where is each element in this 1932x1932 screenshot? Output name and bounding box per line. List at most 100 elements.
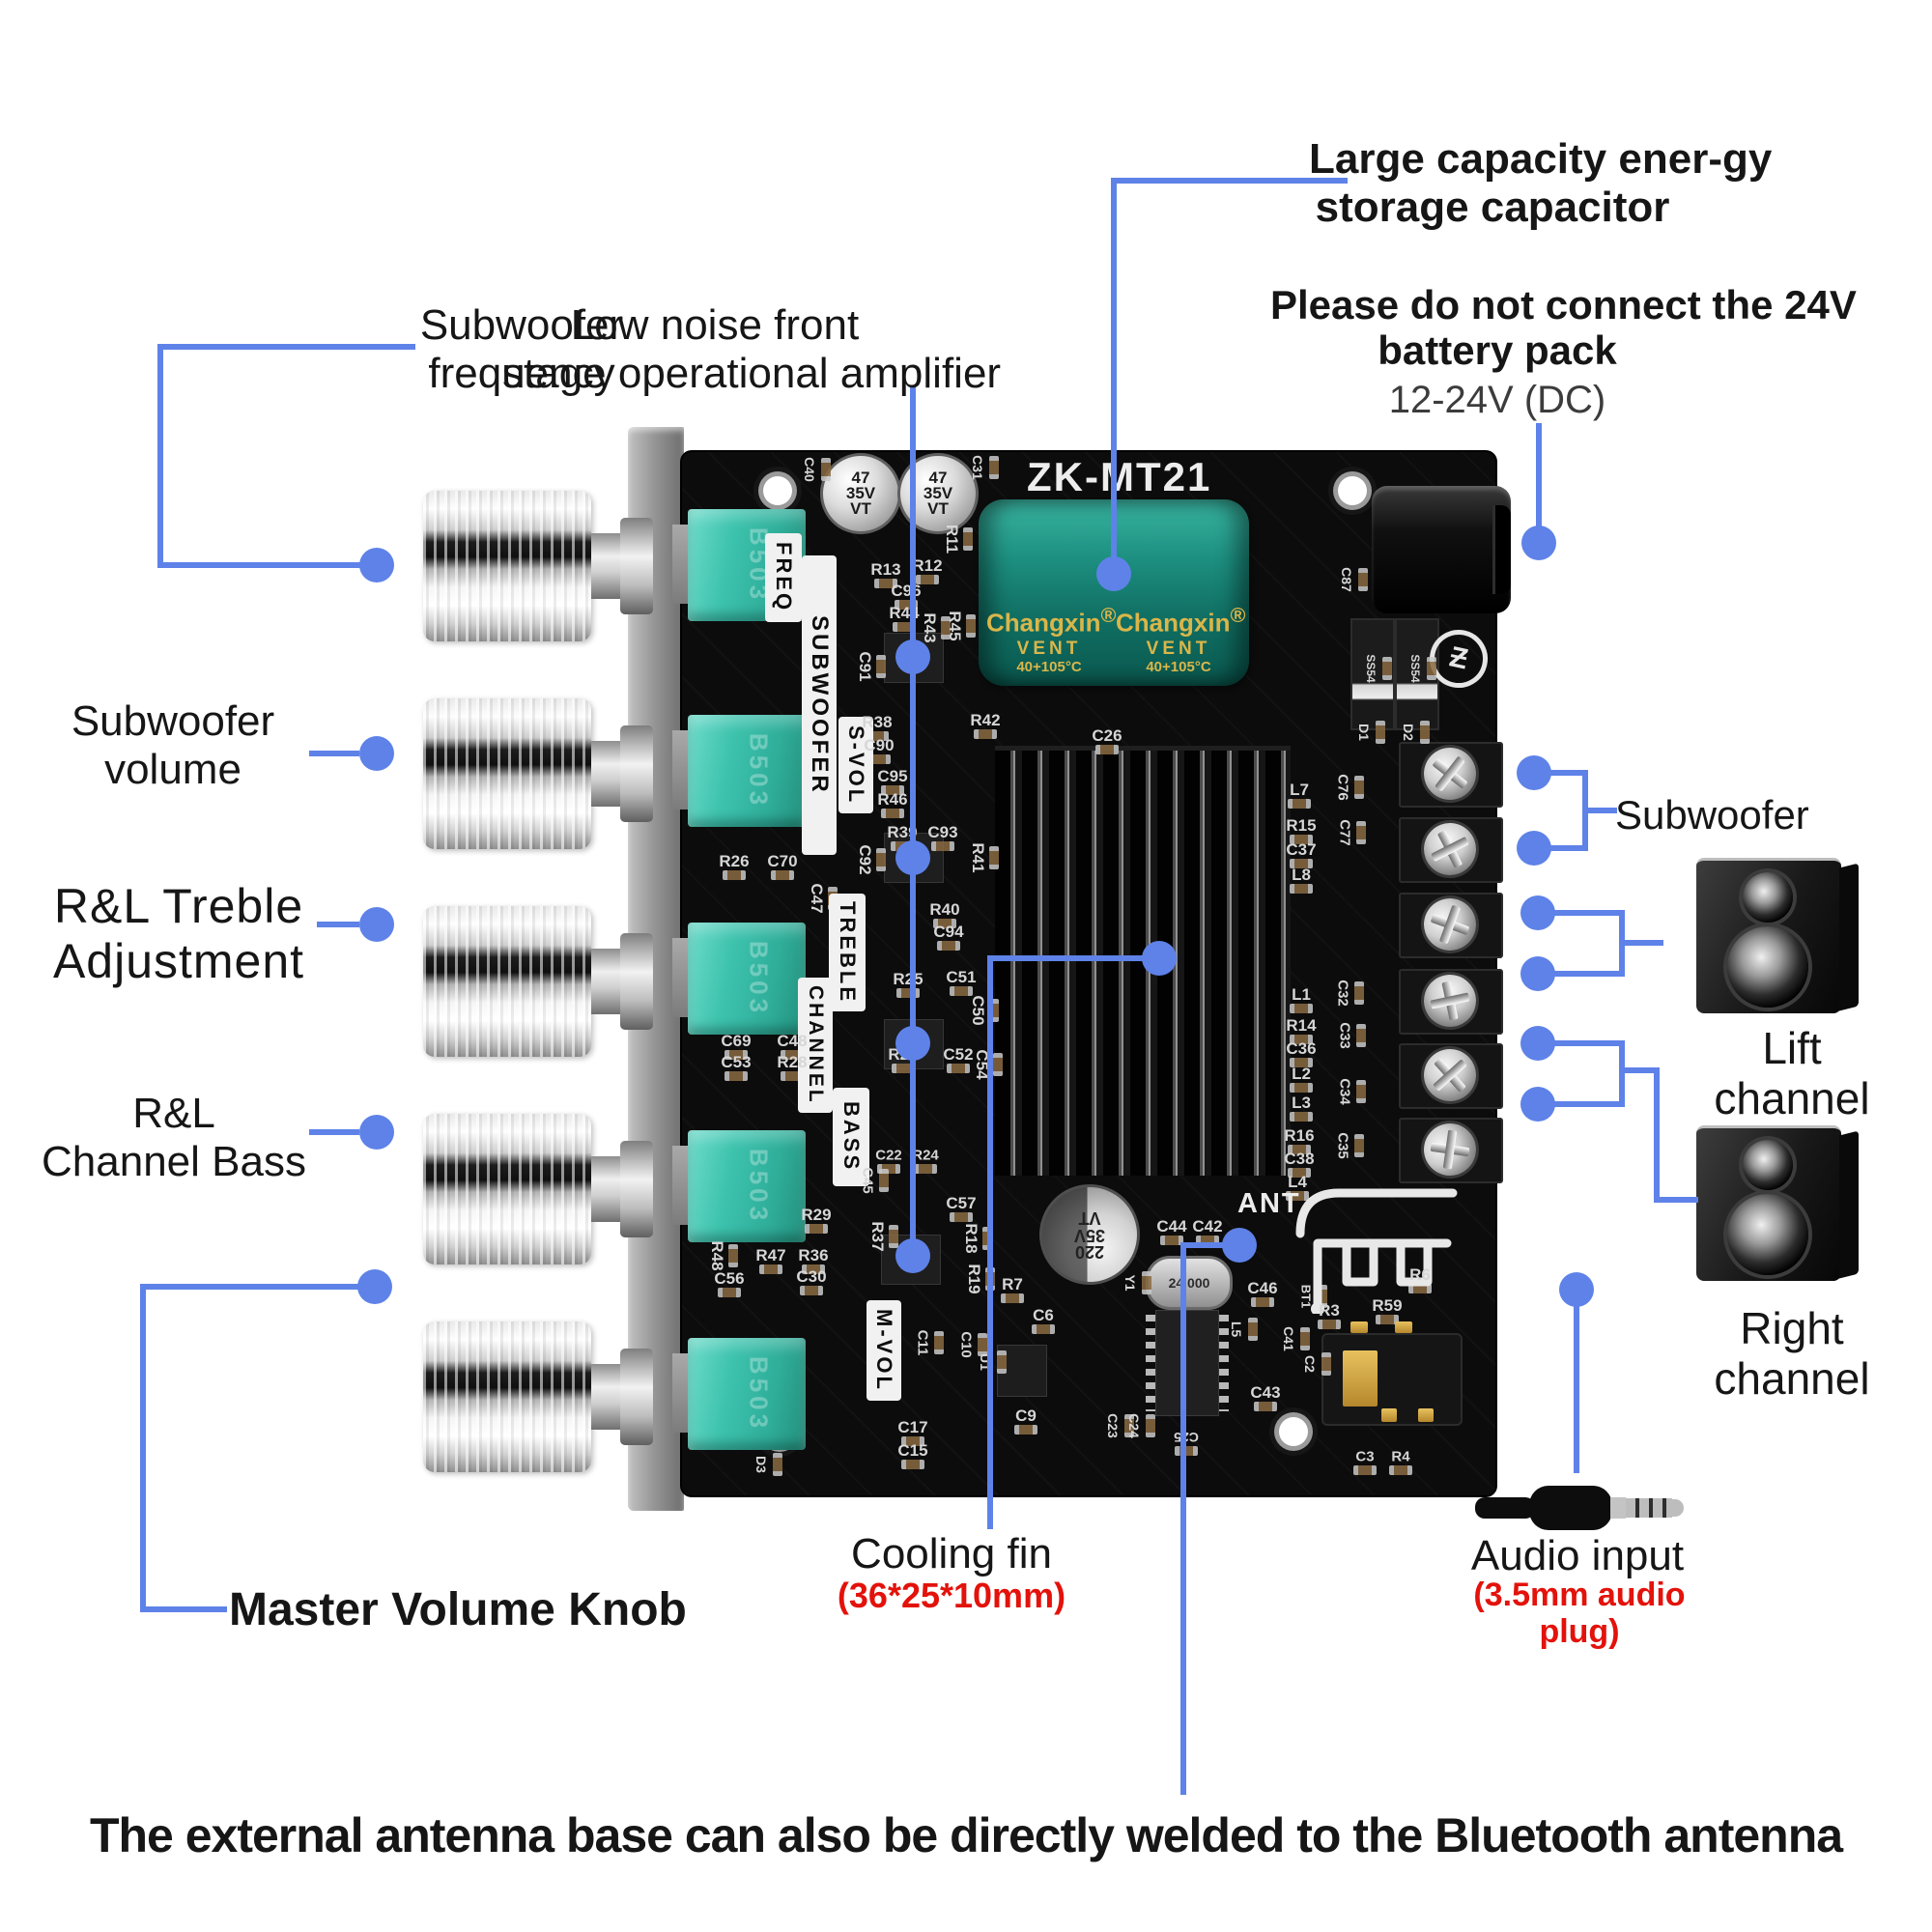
smd-pad bbox=[1321, 1352, 1331, 1376]
smd-pad bbox=[1251, 1297, 1274, 1307]
dc-power-jack bbox=[1372, 486, 1511, 613]
knob-subwoofer-frequency bbox=[423, 491, 653, 641]
smd-label: R13 bbox=[870, 560, 901, 579]
smd-pad bbox=[1290, 1112, 1313, 1122]
smd-label: R6 bbox=[1409, 1265, 1431, 1284]
smd-label: Y1 bbox=[1122, 1274, 1138, 1292]
smd-pad bbox=[896, 988, 920, 998]
smd-label: C77 bbox=[1336, 819, 1353, 846]
callout-line bbox=[309, 751, 359, 756]
callout-line bbox=[1551, 910, 1625, 916]
smd-pad bbox=[974, 729, 997, 739]
smd-label: R4 bbox=[1391, 1448, 1410, 1465]
smd-label: L4 bbox=[1288, 1173, 1307, 1191]
smd-label: R42 bbox=[970, 711, 1001, 729]
smd-pad bbox=[771, 870, 794, 880]
callout-line bbox=[1619, 1067, 1660, 1073]
smd-label: C50 bbox=[969, 995, 987, 1026]
label-subwoofer-output: Subwoofer bbox=[1615, 792, 1809, 838]
callout-line bbox=[1546, 845, 1588, 851]
smd-pad bbox=[1254, 1402, 1277, 1411]
smd-pad bbox=[1288, 799, 1311, 809]
potentiometer: B503 bbox=[672, 1130, 806, 1242]
smd-label: R43 bbox=[921, 612, 939, 643]
callout-dot bbox=[359, 907, 394, 942]
callout-line bbox=[1111, 178, 1117, 558]
callout-line bbox=[1654, 1067, 1660, 1203]
smd-pad bbox=[866, 731, 889, 741]
smd-pad bbox=[1146, 1414, 1155, 1437]
smd-label: C6 bbox=[1033, 1306, 1054, 1324]
smd-label: R38 bbox=[862, 713, 893, 731]
smd-pad bbox=[916, 575, 939, 584]
smd-pad bbox=[1356, 1024, 1366, 1047]
smd-label: C3 bbox=[1355, 1448, 1375, 1465]
smd-label: R3 bbox=[1319, 1301, 1340, 1320]
smd-pad bbox=[947, 1064, 970, 1073]
ant-silkscreen: ANT bbox=[1237, 1188, 1301, 1219]
smd-pad bbox=[1288, 1168, 1311, 1178]
callout-line bbox=[140, 1284, 374, 1290]
smd-pad bbox=[997, 1350, 1007, 1374]
smd-label: C24 bbox=[1126, 1413, 1142, 1438]
smd-pad bbox=[993, 1053, 1003, 1076]
callout-line bbox=[317, 922, 359, 927]
smd-pad bbox=[1382, 657, 1392, 680]
smd-label: C69 bbox=[721, 1032, 752, 1050]
smd-label: C2 bbox=[1302, 1355, 1318, 1373]
smd-pad bbox=[1290, 1004, 1313, 1013]
smd-label: R24 bbox=[912, 1147, 939, 1164]
smd-pad bbox=[989, 846, 999, 869]
smd-label: R16 bbox=[1284, 1126, 1315, 1145]
smd-label: C93 bbox=[927, 823, 958, 841]
board-model: ZK-MT21 bbox=[1027, 454, 1212, 499]
smd-pad bbox=[879, 1169, 889, 1192]
smd-label: C70 bbox=[767, 852, 798, 870]
smd-label: C41 bbox=[1281, 1326, 1296, 1351]
smd-label: R36 bbox=[798, 1246, 829, 1264]
smd-label: D1 bbox=[1356, 724, 1372, 741]
smd-label: R46 bbox=[877, 790, 908, 809]
smd-pad bbox=[933, 919, 956, 928]
smd-label: C37 bbox=[1286, 840, 1317, 859]
silkscreen-strip: CHANNEL bbox=[798, 978, 833, 1113]
smd-pad bbox=[1353, 1465, 1377, 1475]
smd-label: L5 bbox=[1229, 1321, 1244, 1338]
audio-plug-icon bbox=[1475, 1486, 1684, 1530]
smd-label: C56 bbox=[714, 1269, 745, 1288]
screw-icon bbox=[1412, 963, 1488, 1038]
smd-pad bbox=[1389, 1465, 1412, 1475]
knob-treble bbox=[423, 906, 653, 1057]
smd-pad bbox=[934, 1331, 944, 1354]
callout-line bbox=[1551, 971, 1625, 977]
smd-pad bbox=[1354, 776, 1364, 799]
mounting-hole bbox=[763, 476, 792, 505]
callout-line bbox=[1180, 1242, 1240, 1248]
pot-code: B503 bbox=[744, 940, 774, 1017]
smd-pad bbox=[1356, 821, 1366, 844]
smd-label: C40 bbox=[802, 457, 817, 482]
smd-pad bbox=[1286, 1191, 1309, 1201]
smd-pad bbox=[1175, 1446, 1198, 1456]
label-audio-input-size: (3.5mm audio plug) bbox=[1473, 1577, 1686, 1651]
callout-line bbox=[1582, 808, 1617, 813]
potentiometer: B503 bbox=[672, 923, 806, 1035]
callout-line bbox=[1619, 1040, 1625, 1107]
callout-dot bbox=[359, 1115, 394, 1150]
callout-line bbox=[987, 955, 993, 1529]
smd-label: C47 bbox=[808, 883, 826, 914]
smd-pad bbox=[1420, 721, 1430, 744]
smd-label: R48 bbox=[708, 1240, 726, 1271]
screw-icon bbox=[1414, 1114, 1486, 1185]
smd-label: R29 bbox=[801, 1206, 832, 1224]
smd-pad bbox=[802, 1264, 825, 1274]
screw-terminal-subwoofer-minus bbox=[1399, 814, 1503, 884]
smd-pad bbox=[781, 1050, 804, 1060]
smd-pad bbox=[1354, 981, 1364, 1005]
smd-pad bbox=[728, 1244, 738, 1267]
knob-subwoofer-volume bbox=[423, 698, 653, 849]
